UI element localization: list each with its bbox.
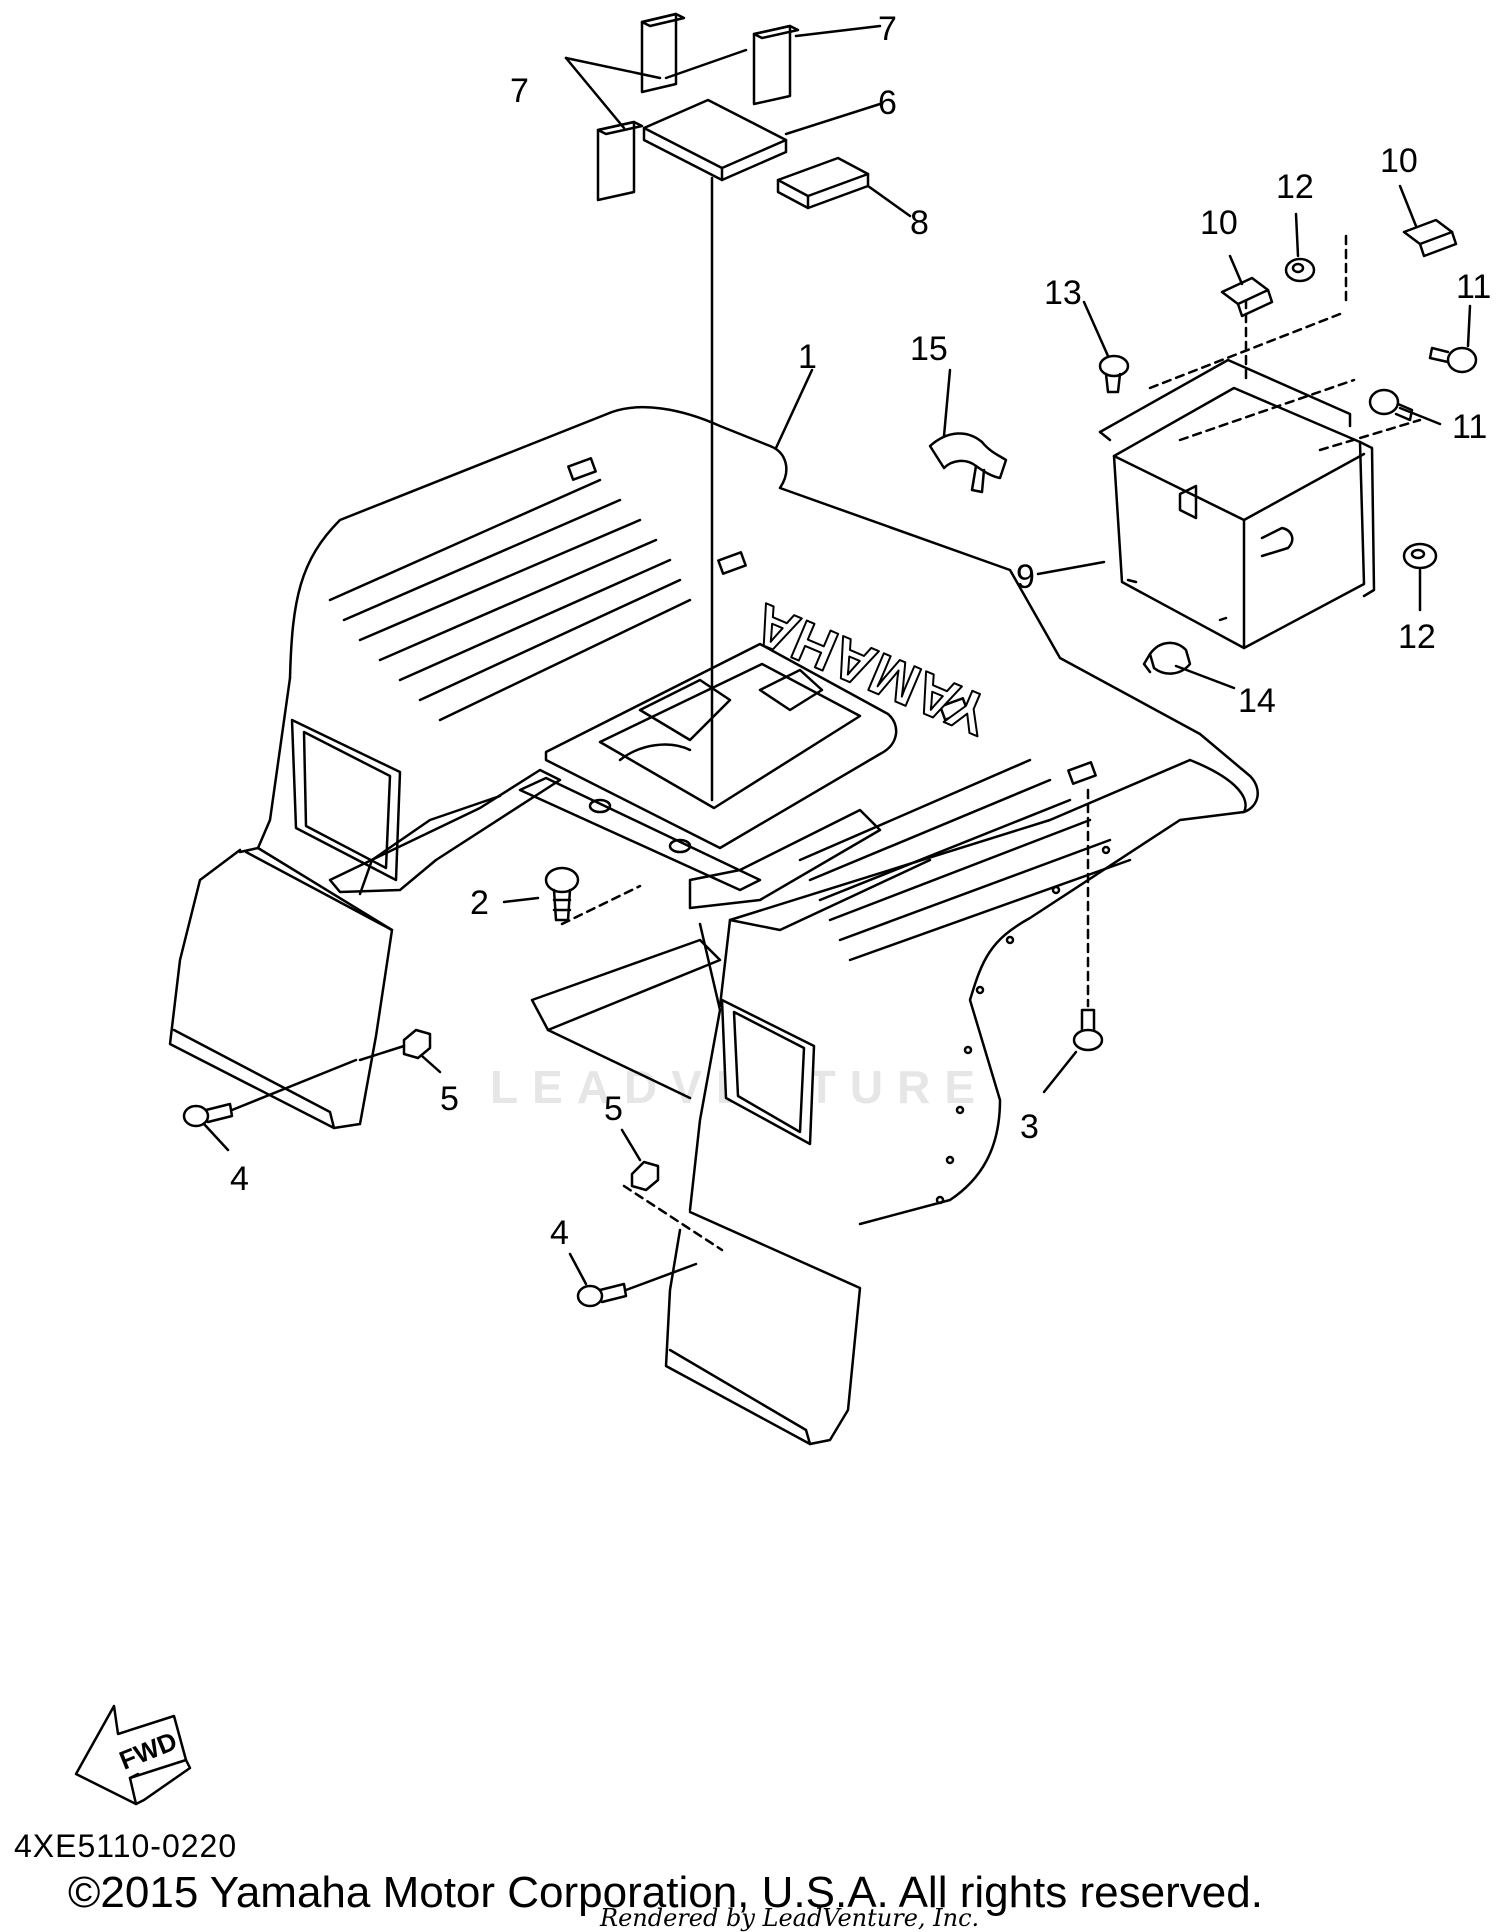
yamaha-logo-text: YAMAHA bbox=[744, 591, 999, 748]
callout-1: 1 bbox=[798, 338, 817, 376]
leader-5a bbox=[422, 1056, 440, 1072]
callout-12-top: 12 bbox=[1276, 168, 1314, 206]
link-5a bbox=[360, 1046, 404, 1060]
leader-4b bbox=[570, 1254, 586, 1284]
grommet-12-top bbox=[1286, 259, 1314, 281]
bolt-2 bbox=[546, 868, 578, 920]
part-code: 4XE5110-0220 bbox=[14, 1828, 238, 1864]
plate-6 bbox=[644, 100, 786, 180]
fwd-arrow-icon bbox=[76, 1706, 190, 1804]
callout-5-right: 5 bbox=[604, 1090, 623, 1128]
callout-10-left: 10 bbox=[1200, 204, 1238, 242]
leader-7-shared bbox=[566, 58, 660, 78]
pad-8 bbox=[778, 158, 868, 208]
clip-10-left bbox=[1222, 278, 1272, 316]
leader-8 bbox=[868, 186, 910, 216]
screw-4-left bbox=[184, 1104, 232, 1126]
dashed-2 bbox=[562, 886, 640, 924]
leader-11a bbox=[1468, 306, 1470, 346]
pad-7-left-top bbox=[642, 14, 684, 92]
nut-5-right bbox=[632, 1162, 658, 1190]
link-4b bbox=[626, 1264, 696, 1290]
leader-4a bbox=[204, 1124, 228, 1150]
callout-8: 8 bbox=[910, 204, 929, 242]
leader-6 bbox=[786, 104, 880, 134]
callout-9: 9 bbox=[1016, 558, 1035, 596]
callout-4-right: 4 bbox=[550, 1214, 569, 1252]
leader-13 bbox=[1084, 302, 1108, 356]
callout-6: 6 bbox=[878, 84, 897, 122]
leader-3 bbox=[1044, 1052, 1076, 1092]
leader-9 bbox=[1038, 562, 1104, 574]
bolt-11-right bbox=[1370, 390, 1412, 420]
leader-15 bbox=[944, 370, 950, 436]
dashed-5b bbox=[624, 1186, 722, 1250]
callout-11-right: 11 bbox=[1452, 408, 1488, 446]
bolt-11-top bbox=[1430, 348, 1476, 372]
leader-1 bbox=[776, 370, 812, 448]
callout-3: 3 bbox=[1020, 1108, 1039, 1146]
callout-10-right: 10 bbox=[1380, 142, 1418, 180]
rear-fender-1 bbox=[170, 407, 1258, 1444]
callout-2: 2 bbox=[470, 884, 489, 922]
leader-12a bbox=[1296, 214, 1298, 256]
callout-13: 13 bbox=[1044, 274, 1082, 312]
bolt-3 bbox=[1074, 1010, 1102, 1050]
screw-4-right bbox=[578, 1284, 626, 1306]
leader-7-shared-b bbox=[566, 58, 624, 128]
leader-10a bbox=[1230, 256, 1242, 284]
clamp-15 bbox=[930, 433, 1006, 492]
leader-10b bbox=[1400, 186, 1416, 226]
link-4a bbox=[232, 1060, 356, 1110]
rendered-by-notice: Rendered by LeadVenture, Inc. bbox=[600, 1904, 980, 1932]
pad-7-right-top bbox=[754, 26, 798, 104]
leader-2 bbox=[504, 898, 538, 902]
callout-15: 15 bbox=[910, 330, 948, 368]
copyright-notice: ©2015 Yamaha Motor Corporation, U.S.A. A… bbox=[68, 1868, 1263, 1917]
grommet-12-bottom bbox=[1404, 544, 1436, 568]
clip-10-right bbox=[1404, 220, 1456, 256]
callout-7-left: 7 bbox=[510, 72, 529, 110]
leader-7a bbox=[666, 50, 746, 78]
clip-14 bbox=[1144, 643, 1190, 674]
leader-7b bbox=[796, 26, 880, 36]
leader-14 bbox=[1176, 666, 1234, 688]
callout-12-bottom: 12 bbox=[1398, 618, 1436, 656]
callout-14: 14 bbox=[1238, 682, 1276, 720]
callout-4-left: 4 bbox=[230, 1160, 249, 1198]
leader-11b bbox=[1400, 408, 1440, 424]
callout-5-left: 5 bbox=[440, 1080, 459, 1118]
rivet-13 bbox=[1100, 356, 1128, 392]
callout-11-top: 11 bbox=[1456, 268, 1492, 306]
box-9 bbox=[1100, 360, 1374, 648]
pad-7-lower bbox=[598, 122, 642, 200]
nut-5-left bbox=[404, 1030, 430, 1058]
leader-5b bbox=[622, 1130, 640, 1160]
callout-7-right: 7 bbox=[878, 10, 897, 48]
